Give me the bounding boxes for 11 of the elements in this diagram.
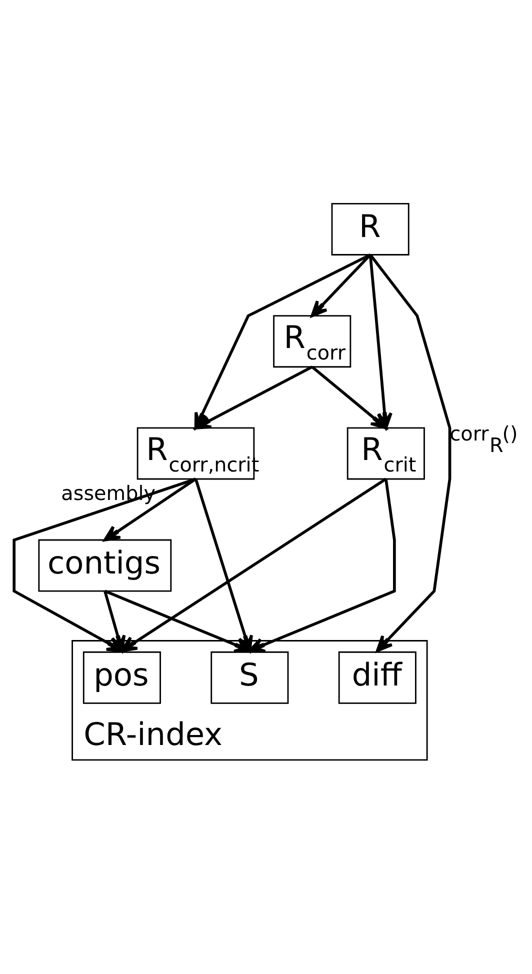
node-box: R$_{corr}$ (273, 314, 352, 368)
node-box: contigs (38, 538, 172, 592)
node-box: R (331, 202, 410, 255)
node-box: diff (338, 650, 416, 704)
arrow (311, 365, 388, 429)
node-box: S (210, 650, 289, 704)
arrow (369, 253, 452, 652)
node-box: R$_{crit}$ (346, 426, 425, 480)
node-box: pos (82, 650, 161, 704)
edge-label: assembly (61, 482, 156, 505)
arrow (248, 478, 396, 652)
